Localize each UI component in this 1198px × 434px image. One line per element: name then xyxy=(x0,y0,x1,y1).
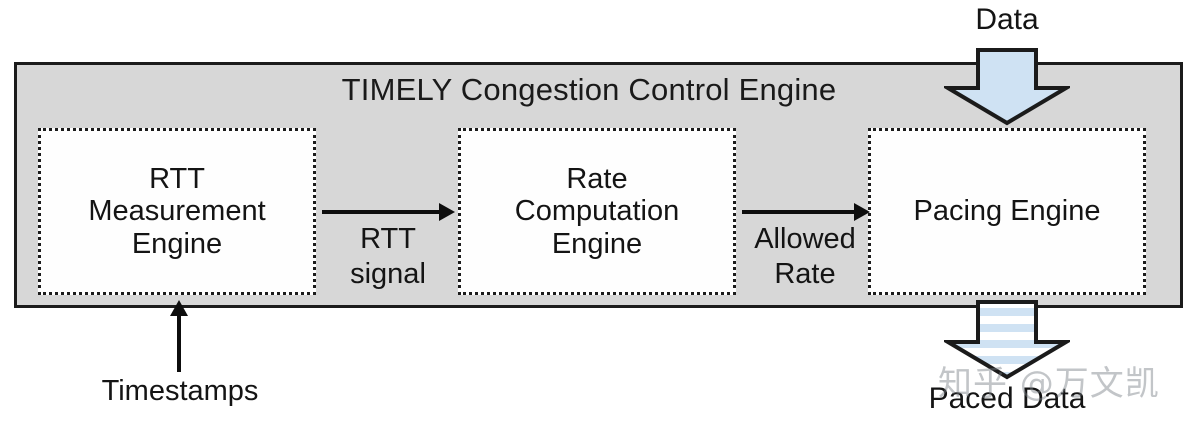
module-rtt-measurement-engine[interactable]: RTT Measurement Engine xyxy=(38,128,316,295)
arrow-shaft xyxy=(742,210,855,214)
paced-data-label: Paced Data xyxy=(928,382,1086,415)
module-label-group: Pacing Engine xyxy=(907,195,1106,227)
rtt-signal-label-line-1: RTT xyxy=(360,223,416,255)
engine-title: TIMELY Congestion Control Engine xyxy=(0,72,1198,108)
watermark-text: 知乎 @万文凯 xyxy=(938,364,1160,404)
arrow-shaft xyxy=(177,312,181,372)
arrow-head xyxy=(854,203,870,221)
paced-data-output-arrow-icon xyxy=(944,300,1070,380)
module-label-line-1: RTT xyxy=(149,162,205,195)
data-input-arrow-icon xyxy=(944,48,1070,126)
module-label-line-3: Engine xyxy=(551,227,643,260)
rtt-signal-arrow-icon xyxy=(322,202,455,222)
engine-title-text: TIMELY Congestion Control Engine xyxy=(341,72,837,107)
module-rate-computation-engine[interactable]: Rate Computation Engine xyxy=(458,128,736,295)
arrow-head xyxy=(170,300,188,316)
arrow-head xyxy=(439,203,455,221)
rtt-signal-label-line-2: signal xyxy=(350,258,426,291)
module-pacing-engine[interactable]: Pacing Engine xyxy=(868,128,1146,295)
module-label-line-1: Pacing Engine xyxy=(913,195,1101,228)
module-label-line-2: Computation xyxy=(514,195,680,228)
data-input-label: Data xyxy=(975,3,1039,36)
arrow-shaft xyxy=(322,210,440,214)
module-label-line-1: Rate xyxy=(566,162,628,195)
timestamps-arrow-icon xyxy=(170,300,188,372)
allowed-rate-label-line-1: Allowed xyxy=(754,223,856,255)
timestamps-label: Timestamps xyxy=(101,375,259,407)
module-label-group: RTT Measurement Engine xyxy=(82,163,271,260)
allowed-rate-arrow-icon xyxy=(742,202,870,222)
module-label-line-3: Engine xyxy=(131,227,223,260)
module-label-group: Rate Computation Engine xyxy=(509,163,685,260)
allowed-rate-label: Allowed Rate xyxy=(725,222,885,293)
allowed-rate-label-line-2: Rate xyxy=(774,258,836,291)
module-label-line-2: Measurement xyxy=(88,195,266,228)
rtt-signal-label: RTT signal xyxy=(303,222,473,293)
